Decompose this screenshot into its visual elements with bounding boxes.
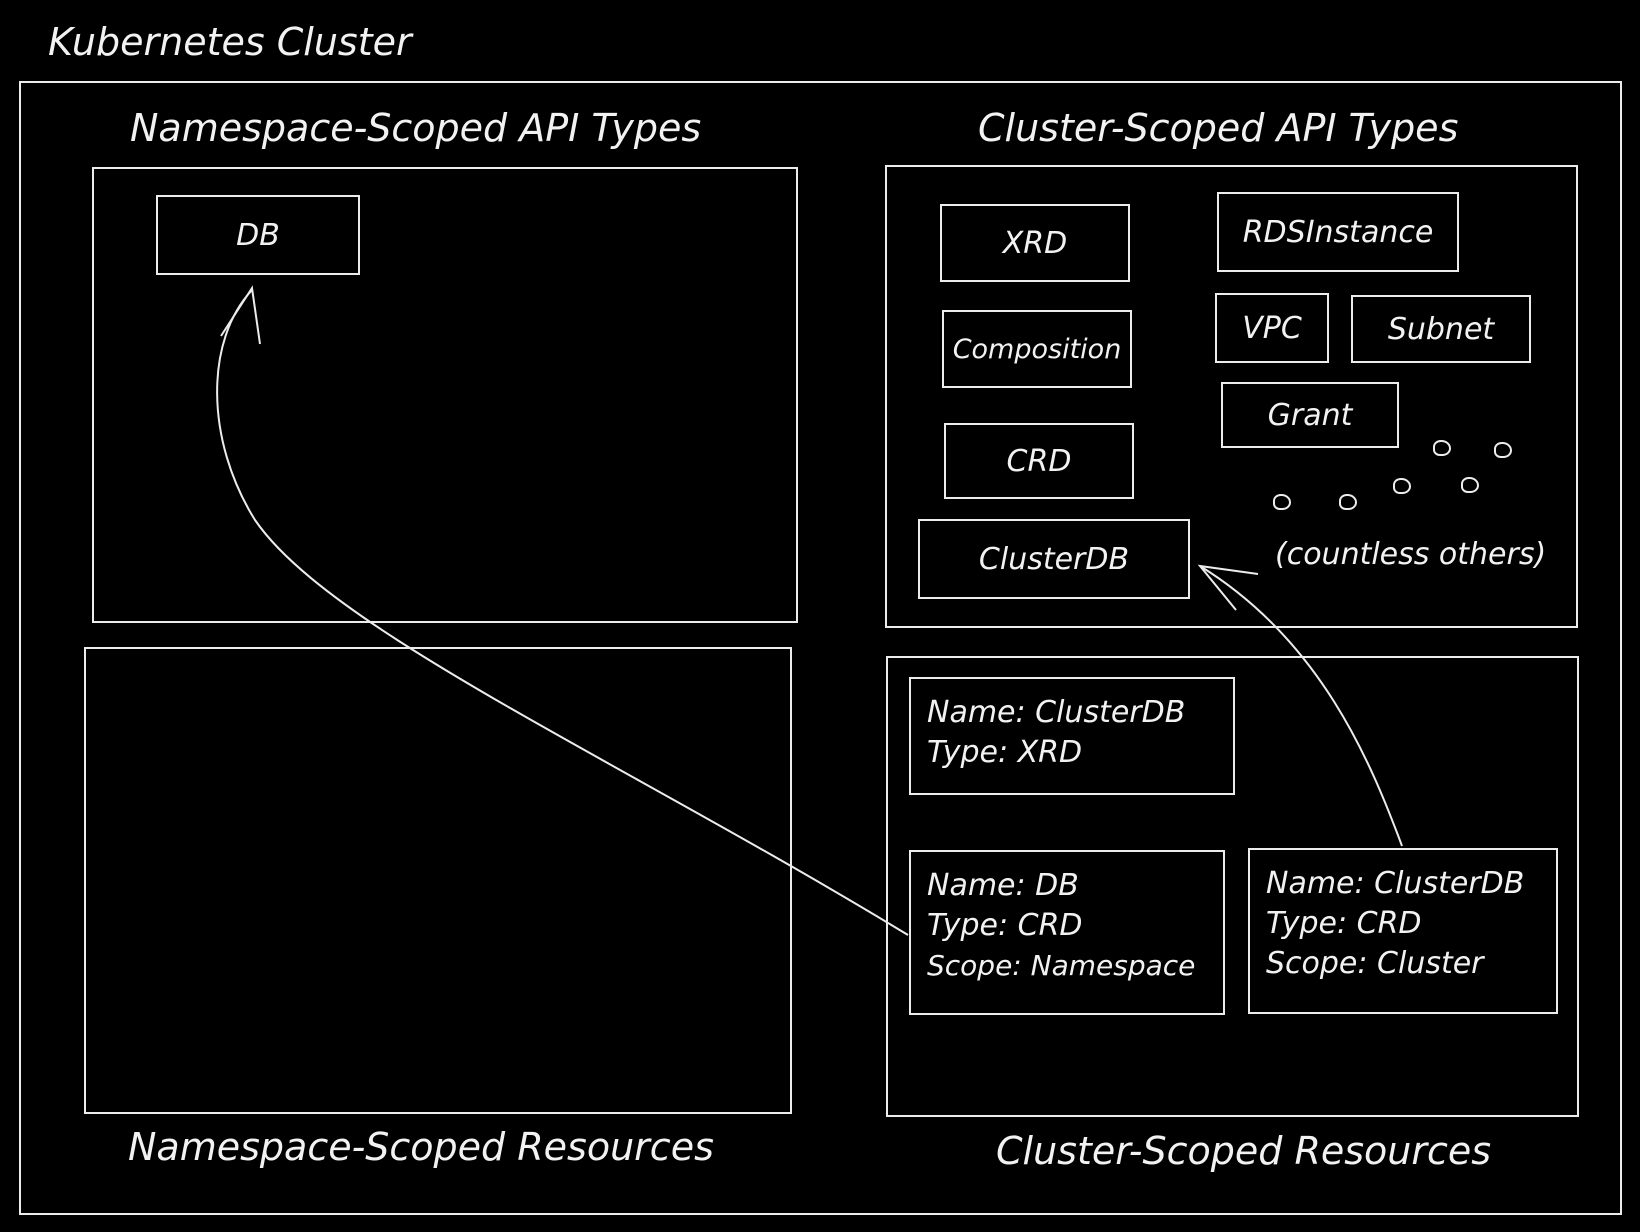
api-type-grant: Grant	[1221, 382, 1399, 448]
resource-db-crd: Name: DB Type: CRD Scope: Namespace	[909, 850, 1225, 1015]
api-type-subnet: Subnet	[1351, 295, 1531, 363]
resource-clusterdb-xrd: Name: ClusterDB Type: XRD	[909, 677, 1235, 795]
others-dot	[1393, 478, 1411, 494]
resource-scope-line: Scope: Namespace	[927, 949, 1196, 982]
resource-scope-line: Scope: Cluster	[1266, 946, 1484, 981]
api-type-db: DB	[156, 195, 360, 275]
namespace-resources-panel	[84, 647, 792, 1114]
resource-name-line: Name: ClusterDB	[927, 695, 1186, 730]
others-dot	[1273, 494, 1291, 510]
resource-name-line: Name: DB	[927, 868, 1079, 903]
namespace-api-title: Namespace-Scoped API Types	[130, 106, 702, 150]
cluster-api-panel: XRD Composition CRD ClusterDB RDSInstanc…	[885, 165, 1578, 628]
cluster-api-title: Cluster-Scoped API Types	[978, 106, 1459, 150]
api-type-clusterdb: ClusterDB	[918, 519, 1190, 599]
api-type-label: Composition	[952, 333, 1122, 365]
api-type-composition: Composition	[942, 310, 1132, 388]
resource-type-line: Type: CRD	[1266, 906, 1422, 941]
cluster-resources-title: Cluster-Scoped Resources	[996, 1129, 1492, 1173]
others-dot	[1339, 494, 1357, 510]
cluster-title: Kubernetes Cluster	[48, 20, 412, 64]
api-type-label: Grant	[1267, 397, 1353, 433]
resource-clusterdb-crd: Name: ClusterDB Type: CRD Scope: Cluster	[1248, 848, 1558, 1014]
namespace-resources-title: Namespace-Scoped Resources	[128, 1125, 714, 1169]
api-type-vpc: VPC	[1215, 293, 1329, 363]
api-type-rdsinstance: RDSInstance	[1217, 192, 1459, 272]
resource-type-line: Type: XRD	[927, 735, 1083, 770]
others-dot	[1433, 440, 1451, 456]
resource-type-line: Type: CRD	[927, 908, 1083, 943]
api-type-xrd: XRD	[940, 204, 1130, 282]
countless-others-label: (countless others)	[1275, 537, 1547, 572]
api-type-label: CRD	[1006, 443, 1072, 479]
api-type-label: XRD	[1002, 225, 1068, 261]
api-type-label: ClusterDB	[978, 541, 1130, 577]
cluster-frame	[19, 81, 1622, 1215]
namespace-api-panel: DB	[92, 167, 798, 623]
resource-name-line: Name: ClusterDB	[1266, 866, 1525, 901]
api-type-crd: CRD	[944, 423, 1134, 499]
api-type-label: DB	[236, 217, 280, 253]
api-type-label: Subnet	[1387, 311, 1495, 347]
api-type-label: RDSInstance	[1242, 214, 1434, 250]
others-dot	[1461, 477, 1479, 493]
others-dot	[1494, 442, 1512, 458]
cluster-resources-panel: Name: ClusterDB Type: XRD Name: DB Type:…	[886, 656, 1579, 1117]
api-type-label: VPC	[1242, 310, 1302, 346]
